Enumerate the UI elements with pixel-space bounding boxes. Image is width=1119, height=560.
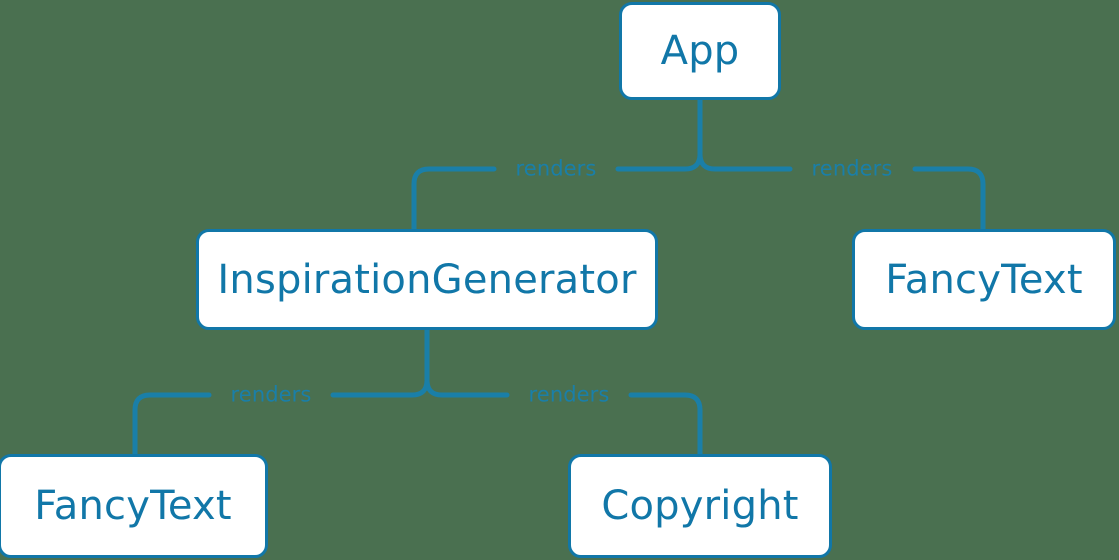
node-copyright-label: Copyright — [601, 483, 799, 529]
edge-label-inspirationgenerator-fancytext: renders — [230, 382, 312, 407]
edge-app-inspgen-elbow — [411, 166, 497, 232]
node-app-label: App — [660, 28, 740, 74]
edge-app-fancyright-elbow — [912, 166, 986, 232]
node-copyright[interactable]: Copyright — [568, 454, 832, 558]
edge-label-app-fancytext: renders — [811, 156, 893, 181]
edge-inspgen-stem — [409, 327, 430, 398]
node-app[interactable]: App — [619, 2, 781, 100]
node-fancytext-right-label: FancyText — [885, 256, 1083, 303]
node-fancytext-left[interactable]: FancyText — [0, 454, 268, 558]
node-inspirationgenerator[interactable]: InspirationGenerator — [196, 229, 658, 330]
node-fancytext-right[interactable]: FancyText — [852, 229, 1116, 330]
edge-inspgen-copyright-elbow — [628, 392, 703, 457]
edge-label-inspirationgenerator-copyright: renders — [528, 382, 610, 407]
edge-app-stem-right — [697, 151, 718, 172]
edge-label-app-inspirationgenerator: renders — [515, 156, 597, 181]
edge-app-stem — [682, 97, 703, 172]
node-fancytext-left-label: FancyText — [34, 483, 232, 529]
node-inspirationgenerator-label: InspirationGenerator — [217, 256, 637, 303]
edge-inspgen-stem-right — [424, 377, 445, 398]
edge-inspgen-fancy-elbow — [132, 392, 212, 457]
